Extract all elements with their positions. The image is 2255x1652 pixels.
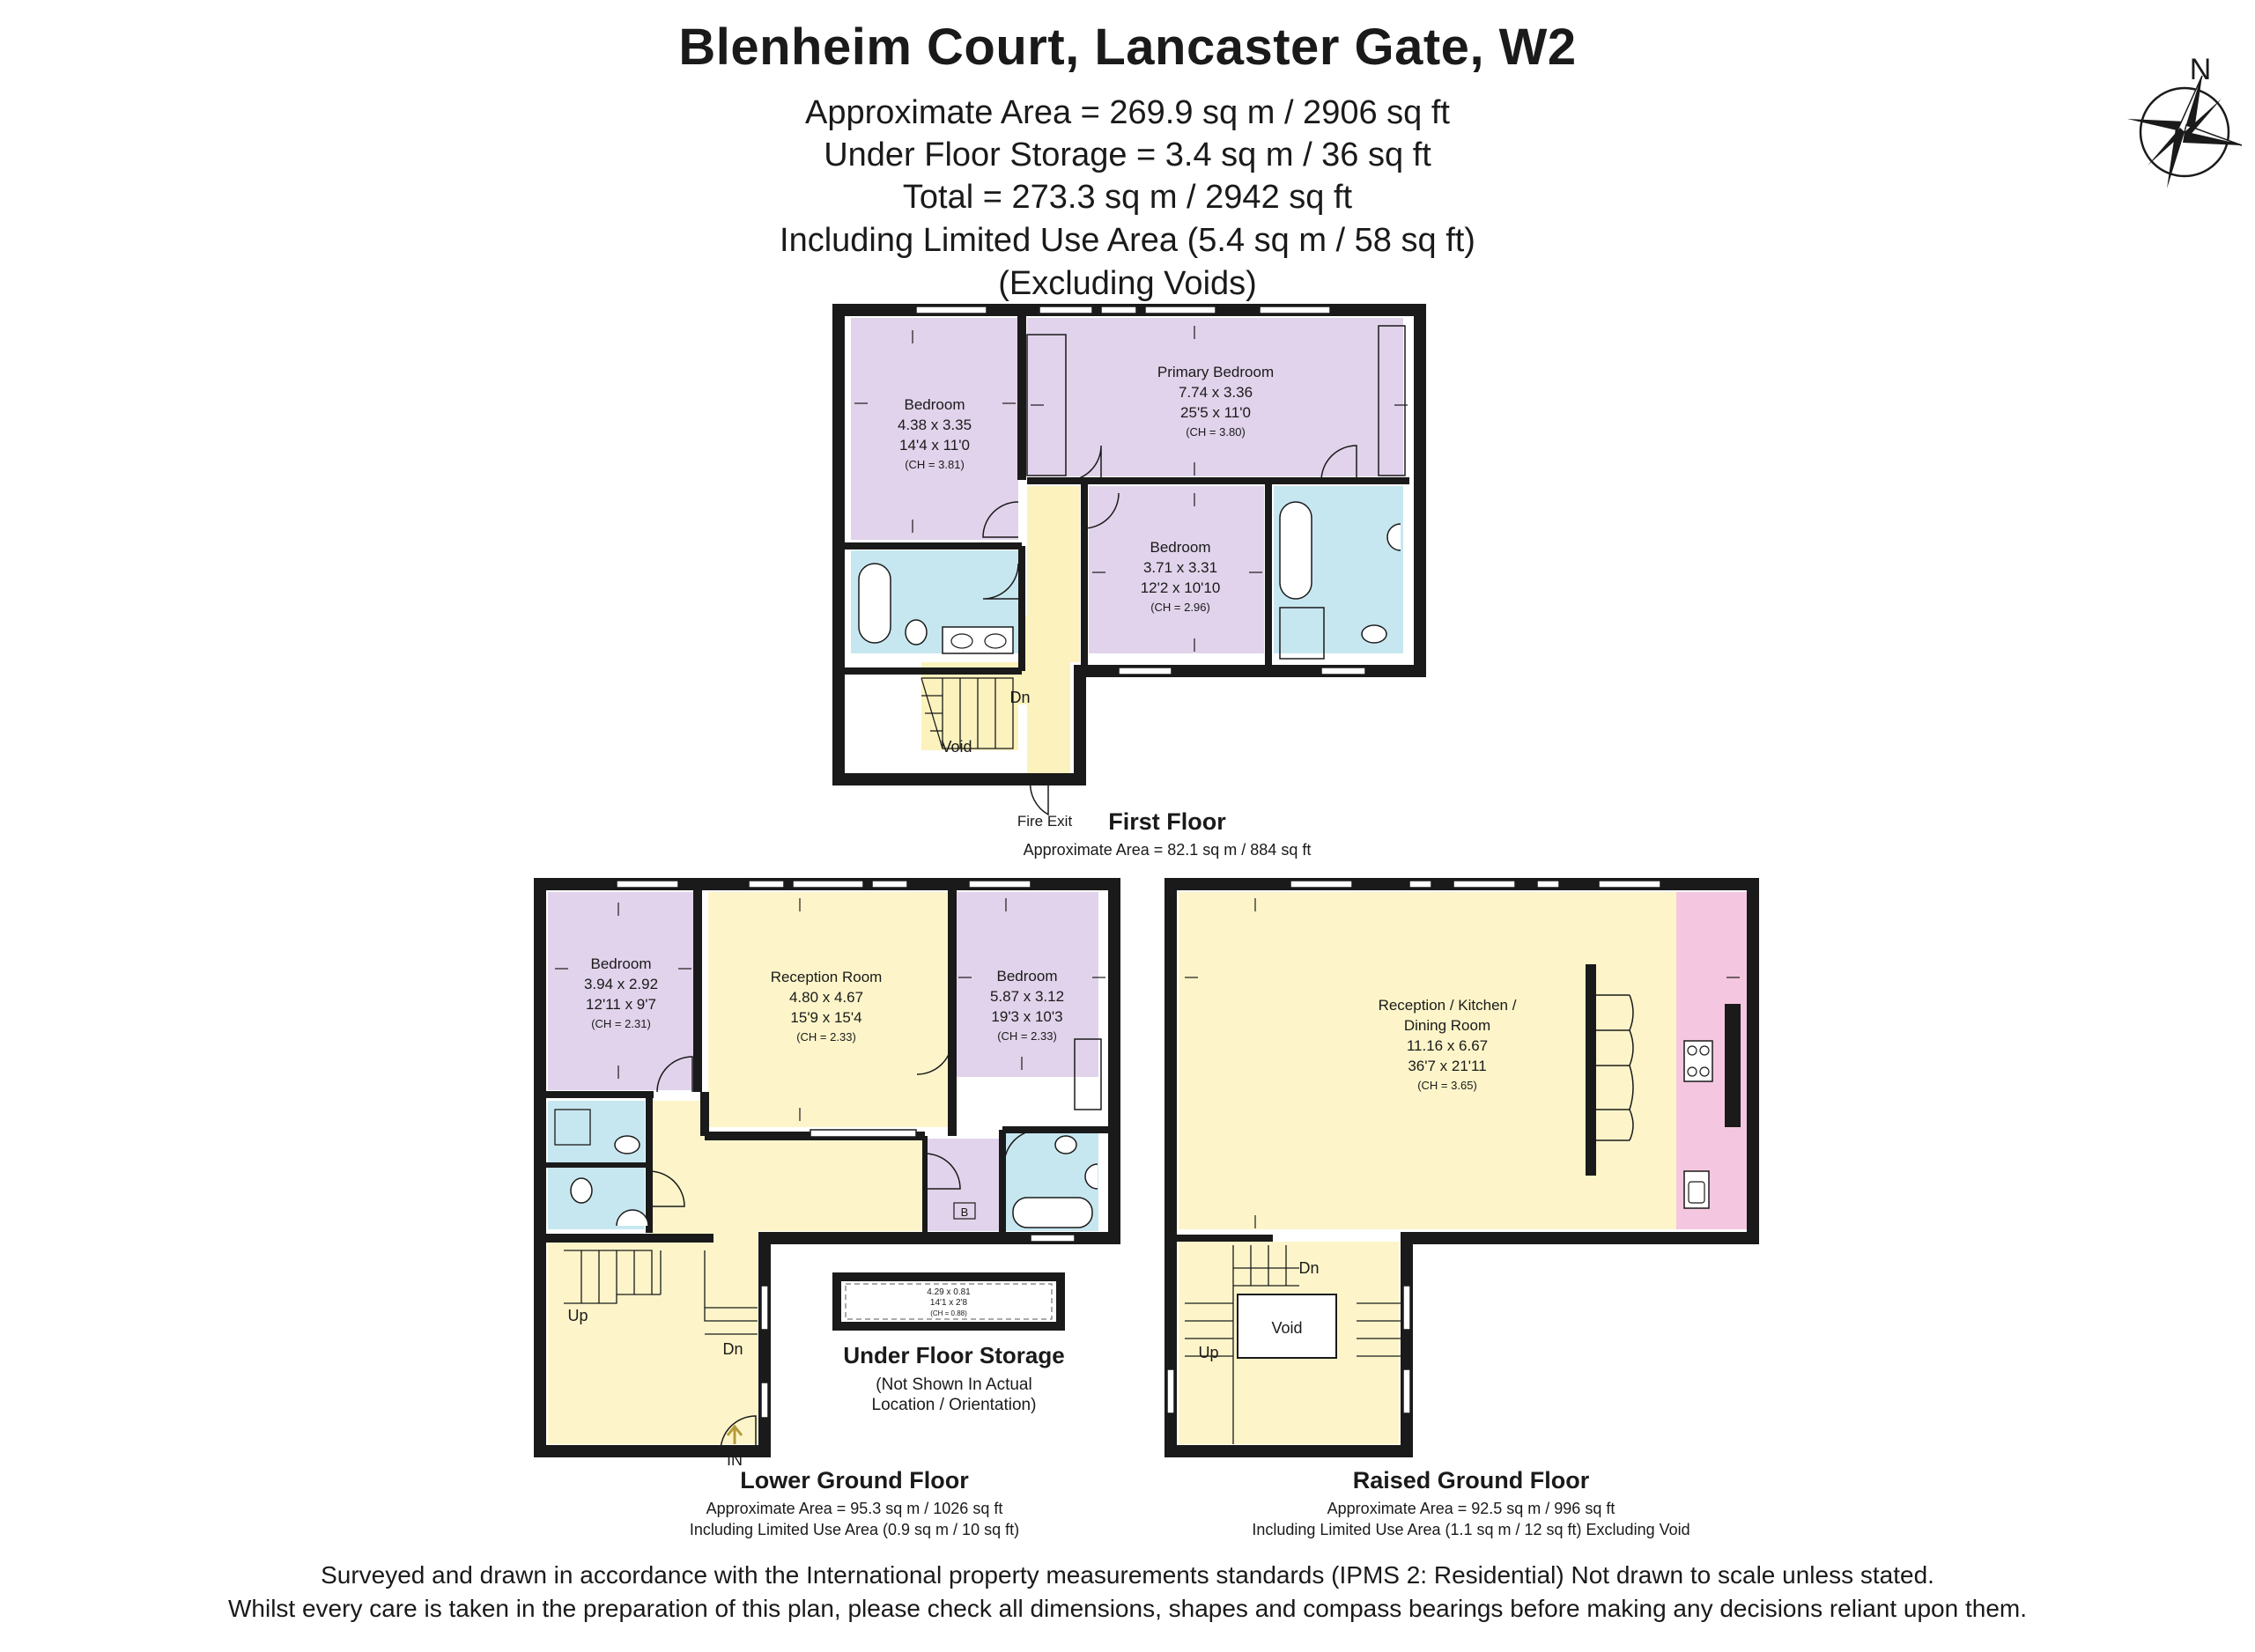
primary-bedroom-metric: 7.74 x 3.36 (1179, 384, 1253, 401)
reception-room-imperial: 15'9 x 15'4 (790, 1009, 861, 1026)
first-floor-landing-fill (1018, 486, 1080, 773)
fire-exit-label: Fire Exit (1017, 813, 1073, 830)
first-floor-title: First Floor (1108, 808, 1226, 835)
limited-use-area-line: Including Limited Use Area (5.4 sq m / 5… (780, 222, 1475, 259)
excluding-voids-line: (Excluding Voids) (998, 265, 1257, 302)
first-floor-bedroom-1-imperial: 14'4 x 11'0 (899, 437, 970, 454)
first-floor-stairs-fill (921, 662, 1018, 750)
lower-ground-floor-limited-area: Including Limited Use Area (0.9 sq m / 1… (689, 1521, 1020, 1538)
lg-boiler-cupboard-fill (925, 1139, 1000, 1231)
first-floor-stairs-down-label: Dn (1009, 689, 1030, 706)
rg-stairs-up-label: Up (1198, 1344, 1218, 1361)
compass-north-label: N (2190, 53, 2212, 86)
raised-ground-floor-caption: Raised Ground Floor Approximate Area = 9… (1189, 1467, 1753, 1540)
lower-ground-floor-area: Approximate Area = 95.3 sq m / 1026 sq f… (706, 1500, 1003, 1517)
rg-void-box (1237, 1294, 1337, 1359)
lg-bedroom-1-imperial: 12'11 x 9'7 (586, 996, 656, 1013)
kitchen-sink-icon (1683, 1170, 1710, 1209)
first-floor-bedroom-2-metric: 3.71 x 3.31 (1143, 559, 1217, 576)
footer-disclaimer-1: Surveyed and drawn in accordance with th… (321, 1561, 1934, 1589)
lower-ground-floor-title: Lower Ground Floor (740, 1467, 969, 1493)
reception-kitchen-name-1: Reception / Kitchen / (1379, 997, 1517, 1014)
first-floor-bedroom-2-imperial: 12'2 x 10'10 (1141, 579, 1221, 596)
lower-ground-floor-caption: Lower Ground Floor Approximate Area = 95… (608, 1467, 1101, 1540)
lower-ground-floor-plan: Bedroom 3.94 x 2.92 12'11 x 9'7 (CH = 2.… (534, 878, 1120, 1469)
first-floor-plan: Bedroom 4.38 x 3.35 14'4 x 11'0 (CH = 3.… (832, 304, 1426, 830)
lg-bedroom-1-name: Bedroom (591, 955, 652, 972)
hob-icon (1683, 1040, 1713, 1082)
lg-bedroom-2-ceiling: (CH = 2.33) (997, 1029, 1057, 1043)
raised-ground-floor-plan: Reception / Kitchen / Dining Room 11.16 … (1164, 878, 1759, 1457)
rg-void-label: Void (1271, 1319, 1302, 1337)
approximate-area-line: Approximate Area = 269.9 sq m / 2906 sq … (805, 94, 1450, 131)
first-floor-bedroom-2-name: Bedroom (1150, 539, 1211, 556)
under-floor-storage-title: Under Floor Storage (843, 1342, 1064, 1368)
storage-imperial: 14'1 x 2'8 (930, 1298, 968, 1308)
compass-rose-icon: N (2127, 53, 2243, 188)
lg-bedroom-2-imperial: 19'3 x 10'3 (991, 1008, 1062, 1025)
page-title: Blenheim Court, Lancaster Gate, W2 (678, 18, 1577, 76)
entrance-in-label: IN (727, 1451, 743, 1469)
reception-room-ceiling: (CH = 2.33) (796, 1030, 856, 1044)
storage-metric: 4.29 x 0.81 (927, 1287, 971, 1297)
reception-kitchen-imperial: 36'7 x 21'11 (1408, 1058, 1486, 1074)
lg-bedroom-1-metric: 3.94 x 2.92 (584, 976, 658, 992)
first-floor-bedroom-1-fill (851, 318, 1018, 540)
lg-stairs-down-label: Dn (722, 1340, 743, 1358)
first-floor-area: Approximate Area = 82.1 sq m / 884 sq ft (1023, 841, 1312, 859)
reception-room-fill (708, 892, 948, 1127)
first-floor-caption: First Floor Approximate Area = 82.1 sq m… (969, 808, 1365, 860)
under-floor-storage-plan: 4.29 x 0.81 14'1 x 2'8 (CH = 0.88) Under… (832, 1272, 1065, 1414)
storage-note-line-1: (Not Shown In Actual (876, 1375, 1031, 1394)
total-area-line: Total = 273.3 sq m / 2942 sq ft (902, 179, 1353, 216)
primary-bedroom-name: Primary Bedroom (1157, 364, 1274, 380)
first-floor-bedroom-2-ceiling: (CH = 2.96) (1150, 601, 1210, 614)
lg-bedroom-2-name: Bedroom (997, 968, 1058, 985)
raised-ground-floor-area: Approximate Area = 92.5 sq m / 996 sq ft (1327, 1500, 1615, 1517)
reception-kitchen-name-2: Dining Room (1404, 1017, 1490, 1034)
lg-stairs-up-label: Up (567, 1307, 588, 1324)
primary-bedroom-imperial: 25'5 x 11'0 (1180, 404, 1251, 421)
reception-kitchen-metric: 11.16 x 6.67 (1407, 1037, 1488, 1054)
lg-bedroom-1-ceiling: (CH = 2.31) (591, 1017, 651, 1030)
storage-note-line-2: Location / Orientation) (872, 1396, 1037, 1414)
first-floor-bedroom-1-metric: 4.38 x 3.35 (898, 417, 972, 433)
reception-room-name: Reception Room (771, 969, 883, 985)
raised-ground-floor-title: Raised Ground Floor (1352, 1467, 1590, 1493)
footer-disclaimer-2: Whilst every care is taken in the prepar… (227, 1595, 2027, 1622)
storage-ceiling: (CH = 0.88) (930, 1309, 967, 1317)
entrance-arrow-icon (726, 1424, 743, 1444)
first-floor-bedroom-2-fill (1089, 486, 1264, 653)
first-floor-bedroom-1-name: Bedroom (905, 396, 965, 413)
first-floor-bedroom-1-ceiling: (CH = 3.81) (905, 458, 965, 471)
reception-room-metric: 4.80 x 4.67 (789, 989, 863, 1006)
lg-bedroom-1-fill (548, 892, 693, 1090)
first-floor-void-label: Void (941, 738, 972, 756)
lg-bedroom-2-fill (953, 892, 1098, 1077)
primary-bedroom-ceiling: (CH = 3.80) (1186, 425, 1246, 439)
lg-bedroom-2-metric: 5.87 x 3.12 (990, 988, 1064, 1005)
boiler-label: B (961, 1206, 969, 1219)
raised-ground-floor-limited-area: Including Limited Use Area (1.1 sq m / 1… (1252, 1521, 1690, 1538)
under-floor-storage-line: Under Floor Storage = 3.4 sq m / 36 sq f… (824, 136, 1431, 173)
rg-stairs-down-label: Dn (1298, 1259, 1319, 1277)
reception-kitchen-ceiling: (CH = 3.65) (1417, 1079, 1477, 1092)
lg-hall-fill (548, 1101, 925, 1444)
